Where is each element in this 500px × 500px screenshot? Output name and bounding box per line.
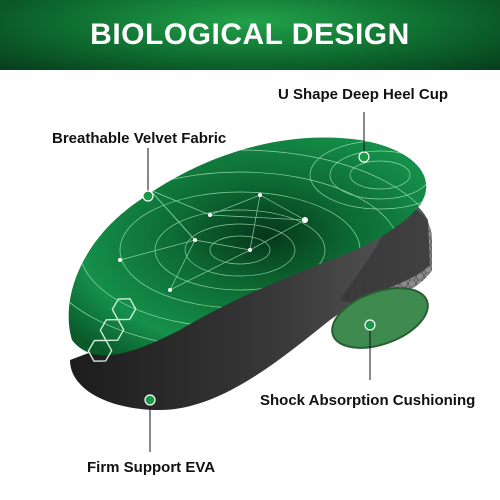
callout-heel-cup: U Shape Deep Heel Cup [278,86,449,103]
ok8-logo [87,298,137,362]
heel-cushion-pad [331,287,429,349]
callout-fabric: Breathable Velvet Fabric [52,130,227,147]
fabric-top [68,137,427,356]
callout-firm-support-eva: Firm Support EVA [87,459,216,476]
callout-shock-absorption: Shock Absorption Cushioning [260,392,476,409]
callout-markers [142,151,376,406]
title-banner: BIOLOGICAL DESIGN [0,0,500,70]
banner-title: BIOLOGICAL DESIGN [90,18,410,51]
